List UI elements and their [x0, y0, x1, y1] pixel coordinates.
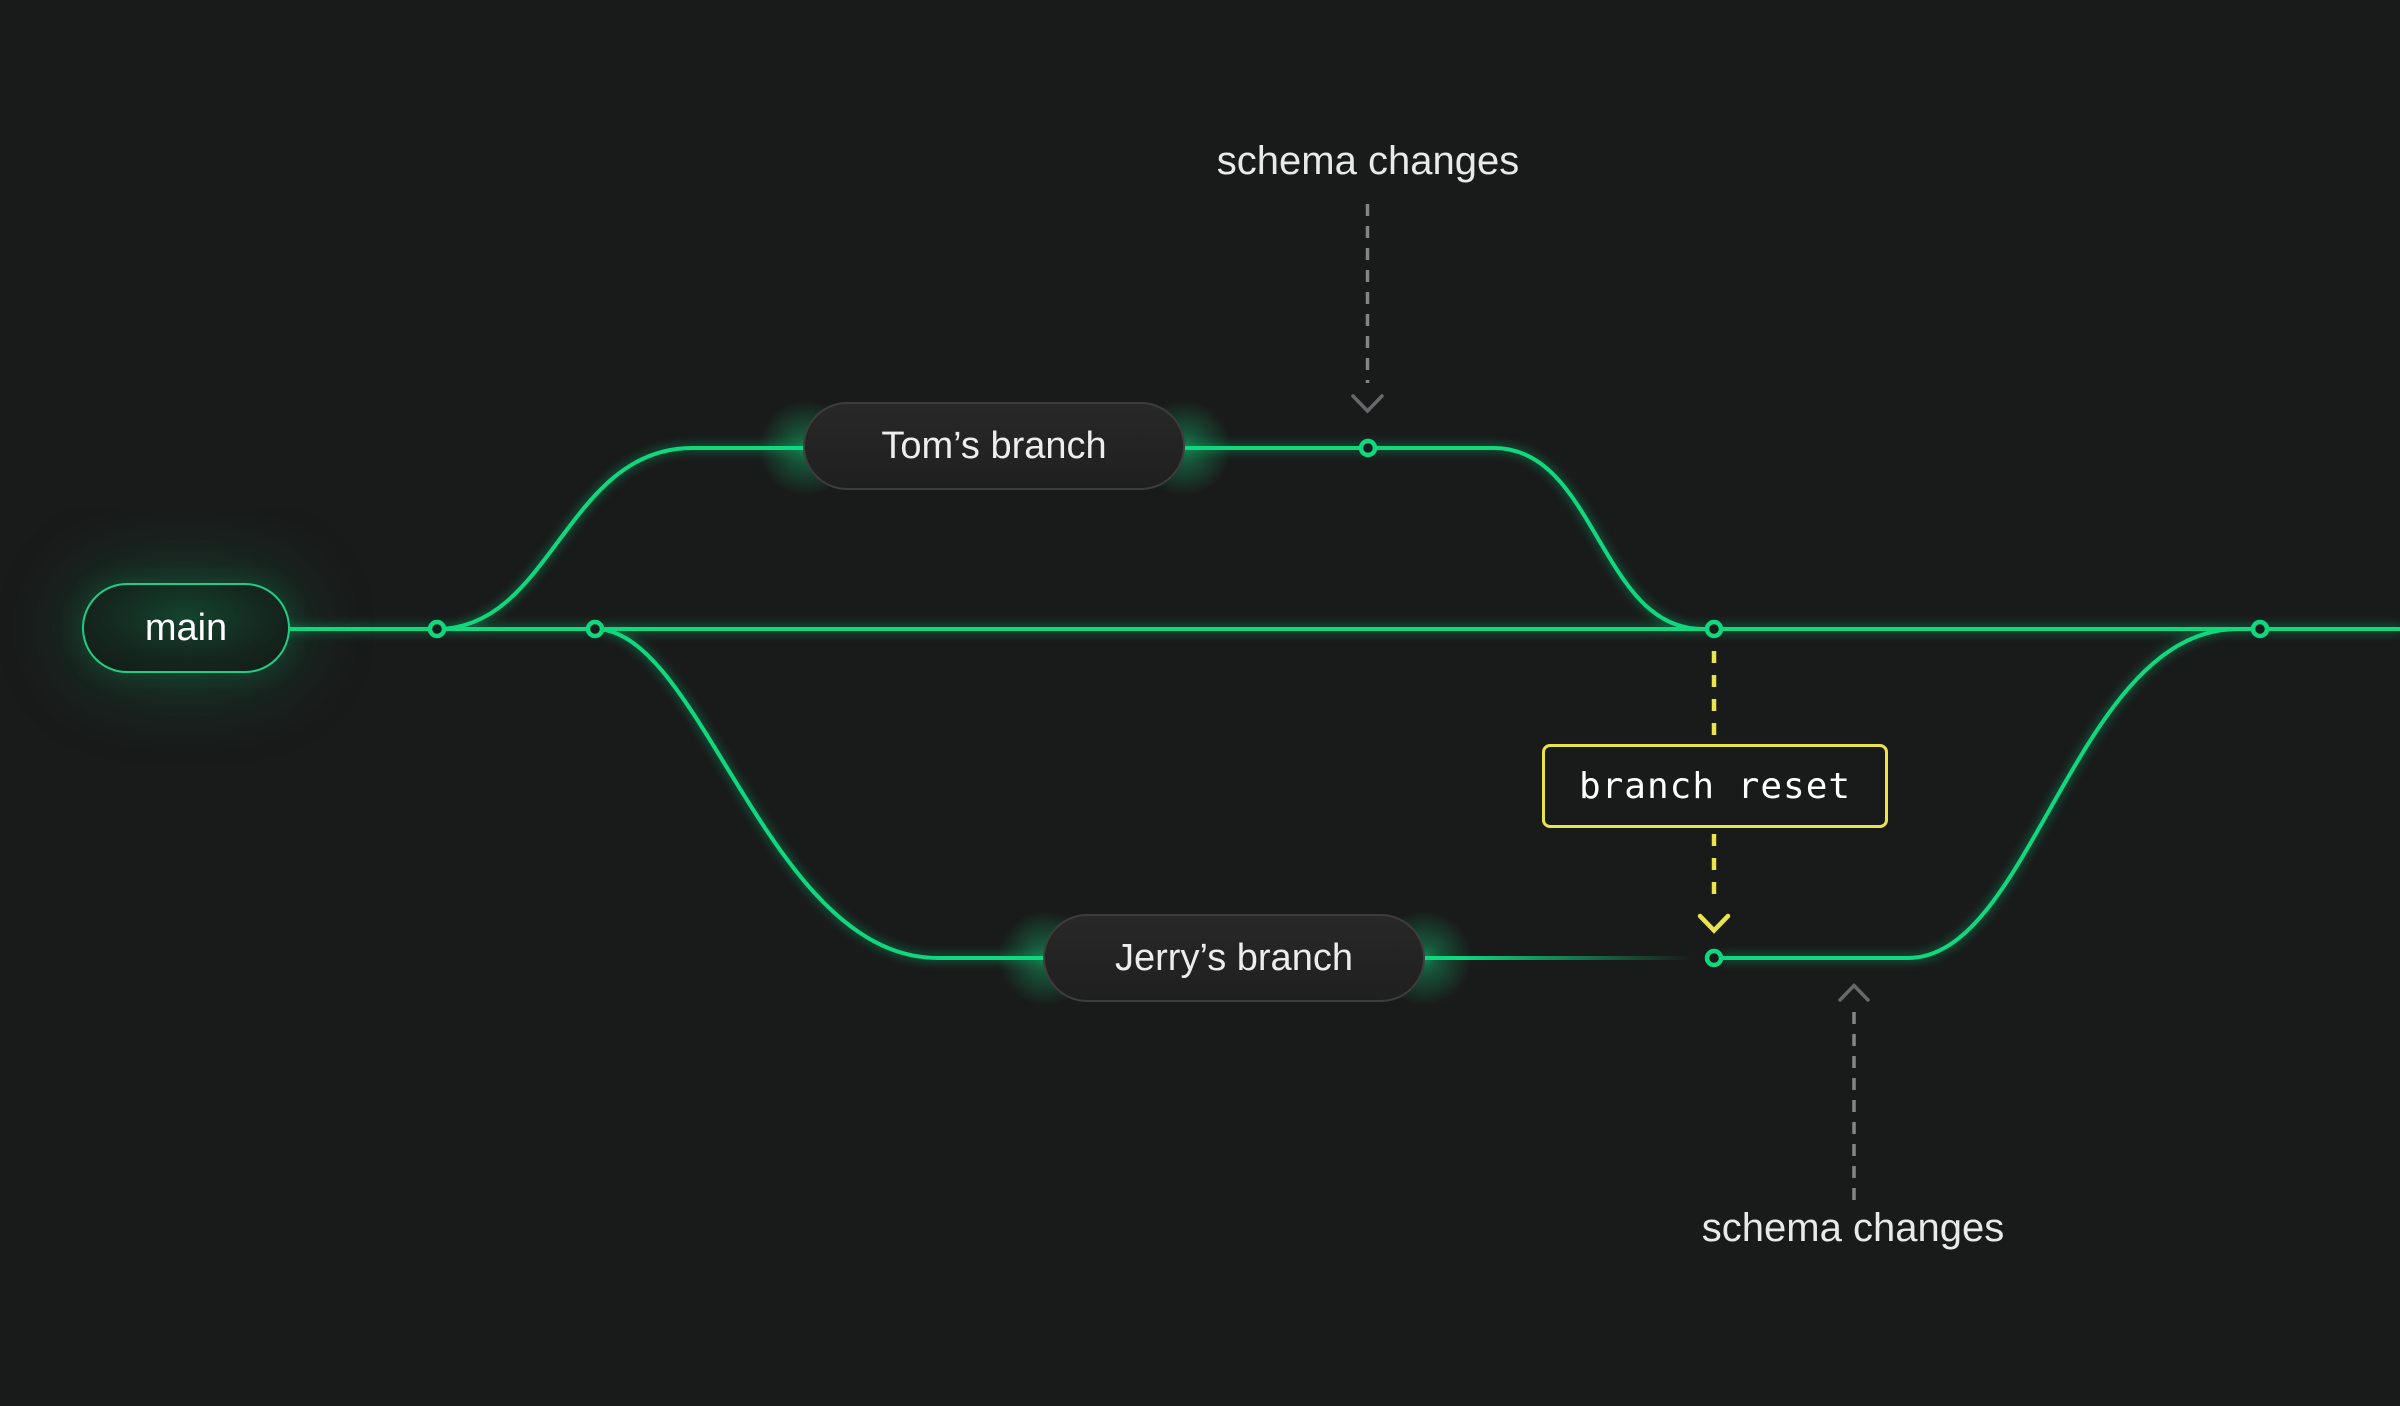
commit-node-main-reset-source	[1704, 619, 1724, 639]
commit-node-main-tom-fork	[427, 619, 447, 639]
commit-node-main-jerry-fork	[585, 619, 605, 639]
schema-changes-top-note: schema changes	[1216, 139, 1520, 183]
branch-reset-label: branch reset	[1578, 765, 1852, 807]
toms-branch-label: Tom’s branch	[881, 425, 1107, 467]
chevron-down-icon	[1351, 394, 1384, 414]
schema-changes-bottom-note: schema changes	[1701, 1206, 2005, 1250]
toms-branch-pill: Tom’s branch	[803, 402, 1185, 490]
jerrys-branch-merge-line	[1721, 627, 2240, 960]
chevron-up-icon	[1838, 982, 1870, 1002]
commit-node-main-merge	[2250, 619, 2270, 639]
main-branch-pill: main	[82, 583, 290, 673]
commit-node-toms-branch	[1358, 438, 1378, 458]
branch-reset-box: branch reset	[1542, 744, 1888, 828]
toms-branch-line	[435, 446, 1704, 631]
jerrys-branch-pill: Jerry’s branch	[1043, 914, 1425, 1002]
jerrys-branch-line	[593, 627, 1430, 960]
commit-node-jerrys-branch-reset	[1704, 948, 1724, 968]
jerrys-branch-label: Jerry’s branch	[1115, 937, 1353, 979]
branch-lines-glow	[182, 444, 2400, 962]
chevron-down-yellow-icon	[1697, 913, 1731, 934]
main-branch-label: main	[144, 607, 228, 649]
